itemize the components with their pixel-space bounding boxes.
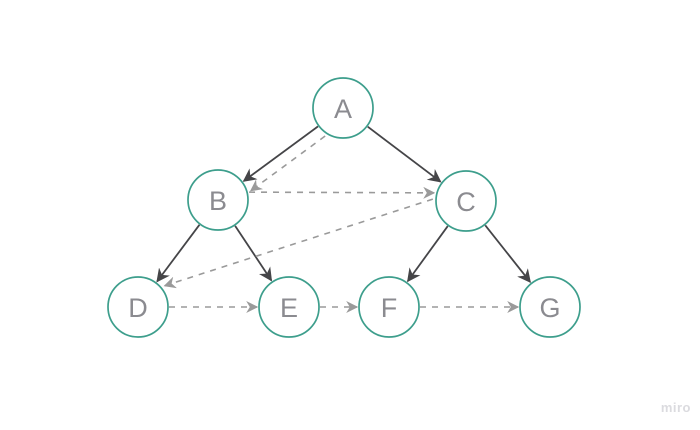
connector-A-B-solid[interactable] bbox=[242, 125, 319, 182]
connector-B-E-solid[interactable] bbox=[234, 225, 273, 282]
connector-B-D-solid[interactable] bbox=[156, 224, 201, 283]
node-label-A: A bbox=[334, 94, 352, 124]
node-circle-E[interactable] bbox=[258, 276, 320, 338]
node-label-F: F bbox=[381, 293, 398, 323]
connector-A-C-solid[interactable] bbox=[367, 125, 442, 183]
connector-C-G-solid[interactable] bbox=[484, 224, 531, 283]
miro-watermark: miro bbox=[660, 400, 691, 415]
node-circle-D[interactable] bbox=[107, 276, 169, 338]
node-label-E: E bbox=[280, 293, 298, 323]
node-label-D: D bbox=[128, 293, 148, 323]
node-circle-B[interactable] bbox=[187, 169, 249, 231]
node-label-C: C bbox=[456, 187, 476, 217]
tree-node-C[interactable]: C bbox=[435, 170, 497, 232]
node-circle-C[interactable] bbox=[435, 170, 497, 232]
node-circle-A[interactable] bbox=[312, 77, 374, 139]
node-circle-G[interactable] bbox=[519, 276, 581, 338]
connector-B-C-dashed[interactable] bbox=[249, 186, 436, 199]
node-label-G: G bbox=[539, 293, 560, 323]
tree-node-G[interactable]: G bbox=[519, 276, 581, 338]
tree-node-E[interactable]: E bbox=[258, 276, 320, 338]
connector-C-F-solid[interactable] bbox=[407, 225, 449, 283]
tree-node-A[interactable]: A bbox=[312, 77, 374, 139]
connector-A-B-dashed[interactable] bbox=[249, 135, 326, 192]
tree-node-B[interactable]: B bbox=[187, 169, 249, 231]
node-label-B: B bbox=[209, 186, 227, 216]
node-circle-F[interactable] bbox=[358, 276, 420, 338]
tree-node-D[interactable]: D bbox=[107, 276, 169, 338]
tree-node-F[interactable]: F bbox=[358, 276, 420, 338]
